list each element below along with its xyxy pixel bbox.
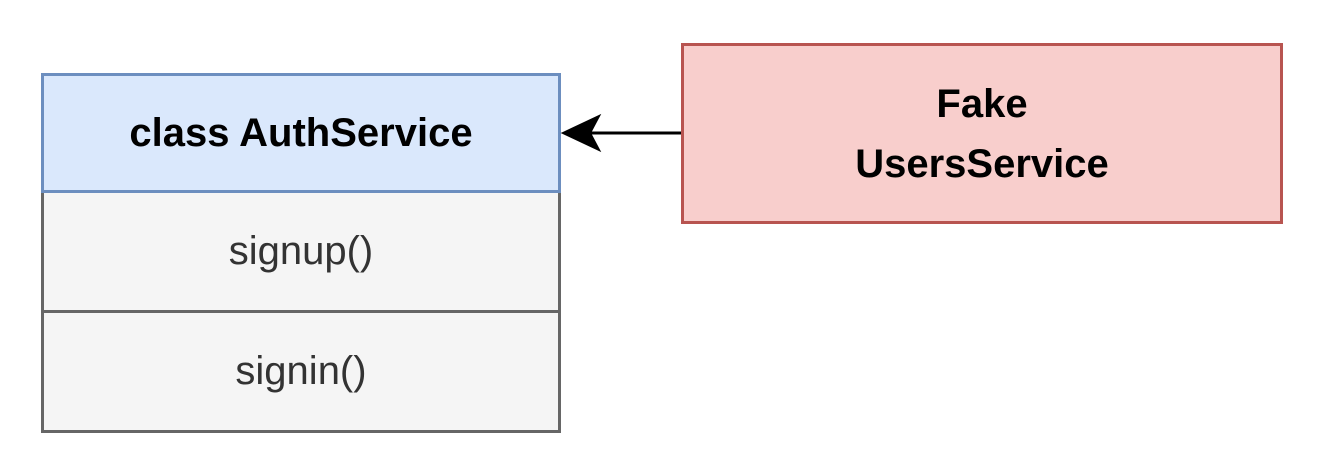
method-row-signin[interactable]: signin() [41,313,561,433]
fake-users-service-box[interactable]: Fake UsersService [681,43,1283,224]
method-row-signup[interactable]: signup() [41,193,561,313]
auth-service-title: class AuthService [129,110,473,155]
fake-users-service-line2: UsersService [855,141,1109,186]
auth-service-class[interactable]: class AuthService signup() signin() [41,73,561,433]
method-label: signin() [235,349,367,393]
connector-arrowhead [560,113,602,153]
fake-users-service-line1: Fake [936,81,1028,126]
auth-service-header: class AuthService [41,73,561,193]
method-label: signup() [228,229,374,273]
